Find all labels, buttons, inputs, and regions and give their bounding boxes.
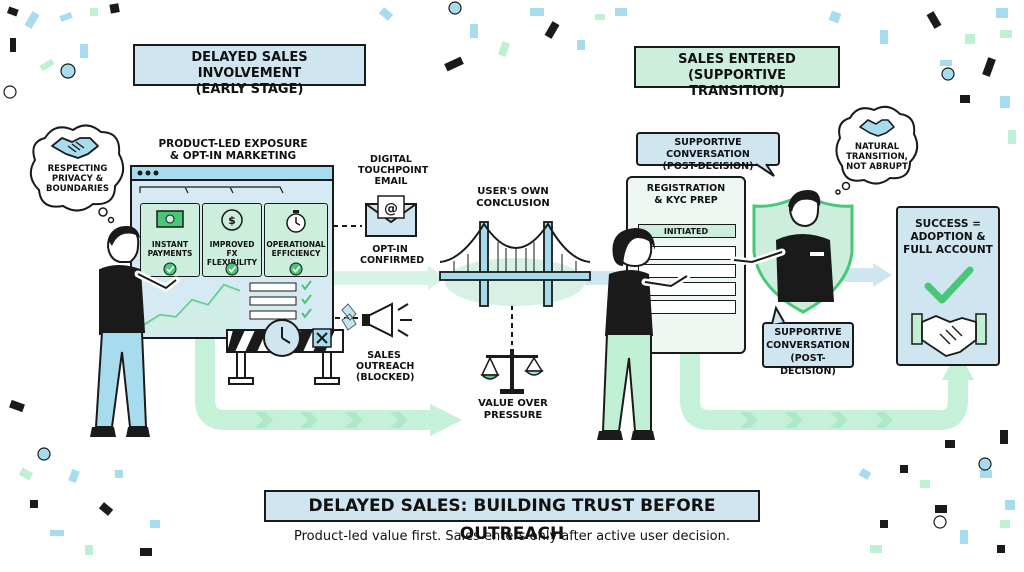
card-operational-text: OPERATIONAL EFFICIENCY <box>265 240 327 258</box>
checkmark-icon <box>289 262 303 276</box>
digital-line2: TOUCHPOINT <box>358 165 429 176</box>
handshake-icon <box>859 119 895 137</box>
left-thought-line2: PRIVACY & <box>51 174 104 184</box>
support-top-line2: (POST-DECISION) <box>662 161 754 172</box>
left-header: DELAYED SALES INVOLVEMENT (EARLY STAGE) <box>133 44 366 97</box>
right-thought-line2: TRANSITION, <box>846 152 908 162</box>
digital-line3: EMAIL <box>374 176 408 187</box>
success-box: SUCCESS = ADOPTION & FULL ACCOUNT <box>896 206 1000 366</box>
left-header-line1: DELAYED SALES INVOLVEMENT <box>191 50 308 81</box>
bridge-line2: CONCLUSION <box>476 198 550 209</box>
success-line3: FULL ACCOUNT <box>903 244 993 256</box>
right-header-line1: SALES ENTERED <box>678 52 796 67</box>
card-fx-flexibility: $ IMPROVED FX FLEXIBILITY <box>202 203 262 277</box>
support-top-line1: SUPPORTIVE CONVERSATION <box>666 137 750 160</box>
optin-line1: OPT-IN <box>372 244 408 255</box>
right-header-line2: (SUPPORTIVE TRANSITION) <box>687 68 787 99</box>
left-header-line2: (EARLY STAGE) <box>195 82 304 97</box>
footer-subtitle: Product-led value first. Sales enters on… <box>293 529 731 544</box>
fx-icon: $ <box>221 209 243 231</box>
bubble-tail <box>771 305 785 325</box>
form-status: INITIATED <box>663 227 709 236</box>
svg-text:@: @ <box>384 201 398 217</box>
card-1-line2: PAYMENTS <box>147 249 193 258</box>
supportive-top-text: SUPPORTIVE CONVERSATION (POST-DECISION) <box>638 137 778 173</box>
money-icon <box>156 210 184 228</box>
scale-label: VALUE OVER PRESSURE <box>470 398 556 422</box>
card-instant-payments: INSTANT PAYMENTS <box>140 203 200 277</box>
optin-label: OPT-IN CONFIRMED <box>360 244 425 266</box>
right-header: SALES ENTERED (SUPPORTIVE TRANSITION) <box>634 46 840 99</box>
support-bottom-line1: SUPPORTIVE <box>774 327 842 338</box>
right-thought-line3: NOT ABRUPT <box>846 162 908 172</box>
sales-rep-person <box>730 190 834 302</box>
outreach-line3: (BLOCKED) <box>356 372 415 383</box>
digital-touchpoint-label: DIGITAL TOUCHPOINT EMAIL <box>358 154 429 187</box>
bridge-line1: USER'S OWN <box>477 186 549 197</box>
success-line2: ADOPTION & <box>910 231 986 243</box>
outreach-line2: OUTREACH <box>356 361 415 372</box>
block-x-icon <box>312 328 332 348</box>
bridge-icon <box>439 221 591 307</box>
card-2-line2: FX FLEXIBILITY <box>206 249 258 267</box>
card-instant-payments-text: INSTANT PAYMENTS <box>141 240 199 258</box>
card-operational-efficiency: OPERATIONAL EFFICIENCY <box>264 203 328 277</box>
handshake-icon <box>51 137 99 159</box>
success-text: SUCCESS = ADOPTION & FULL ACCOUNT <box>898 218 998 257</box>
checkmark-icon <box>163 262 177 276</box>
presenter-person <box>90 226 180 437</box>
stopwatch-icon <box>286 210 306 233</box>
support-bottom-line3: (POST-DECISION) <box>780 353 836 377</box>
checkmark-icon <box>924 266 974 304</box>
right-thought-line1: NATURAL <box>854 142 900 152</box>
scale-line1: VALUE OVER <box>478 398 548 409</box>
card-2-line1: IMPROVED <box>209 240 255 249</box>
bridge-label: USER'S OWN CONCLUSION <box>468 186 558 210</box>
megaphone-icon <box>341 302 412 338</box>
card-1-line1: INSTANT <box>151 240 189 249</box>
success-line1: SUCCESS = <box>915 218 981 230</box>
outreach-line1: SALES <box>367 350 401 361</box>
product-led-line1: PRODUCT-LED EXPOSURE <box>158 138 308 150</box>
product-led-line2: & OPT-IN MARKETING <box>169 150 297 162</box>
user-person <box>597 228 691 440</box>
form-line1: REGISTRATION <box>646 183 726 194</box>
form-title: REGISTRATION & KYC PREP <box>628 183 744 207</box>
handshake-icon <box>911 313 987 357</box>
support-bottom-line2: CONVERSATION <box>766 340 850 351</box>
checkmark-icon <box>225 262 239 276</box>
bubble-tail <box>755 163 775 177</box>
card-fx-text: IMPROVED FX FLEXIBILITY <box>203 240 261 267</box>
left-thought-line1: RESPECTING <box>47 164 108 174</box>
left-thought-text: RESPECTING PRIVACY & BOUNDARIES <box>30 164 125 194</box>
footer-title: DELAYED SALES: BUILDING TRUST BEFORE OUT… <box>264 490 760 544</box>
outreach-label: SALES OUTREACH (BLOCKED) <box>356 350 415 383</box>
supportive-top-bubble: SUPPORTIVE CONVERSATION (POST-DECISION) <box>636 132 780 172</box>
digital-line1: DIGITAL <box>370 154 412 165</box>
optin-line2: CONFIRMED <box>360 255 425 266</box>
progress-bar <box>638 224 736 238</box>
form-line2: & KYC PREP <box>654 195 718 206</box>
clock-icon <box>263 319 301 357</box>
card-3-line1: OPERATIONAL <box>266 240 326 249</box>
supportive-bottom-text: SUPPORTIVE CONVERSATION (POST-DECISION) <box>764 326 852 378</box>
email-icon: @ <box>365 195 417 237</box>
svg-text:$: $ <box>228 214 236 227</box>
scale-line2: PRESSURE <box>483 410 543 421</box>
right-thought-bubble <box>835 105 919 195</box>
card-3-line2: EFFICIENCY <box>271 249 321 258</box>
product-led-label: PRODUCT-LED EXPOSURE & OPT-IN MARKETING <box>148 138 318 162</box>
supportive-bottom-bubble: SUPPORTIVE CONVERSATION (POST-DECISION) <box>762 322 854 377</box>
left-thought-line3: BOUNDARIES <box>46 184 109 194</box>
scale-icon <box>480 349 544 394</box>
right-thought-text: NATURAL TRANSITION, NOT ABRUPT <box>838 142 916 172</box>
